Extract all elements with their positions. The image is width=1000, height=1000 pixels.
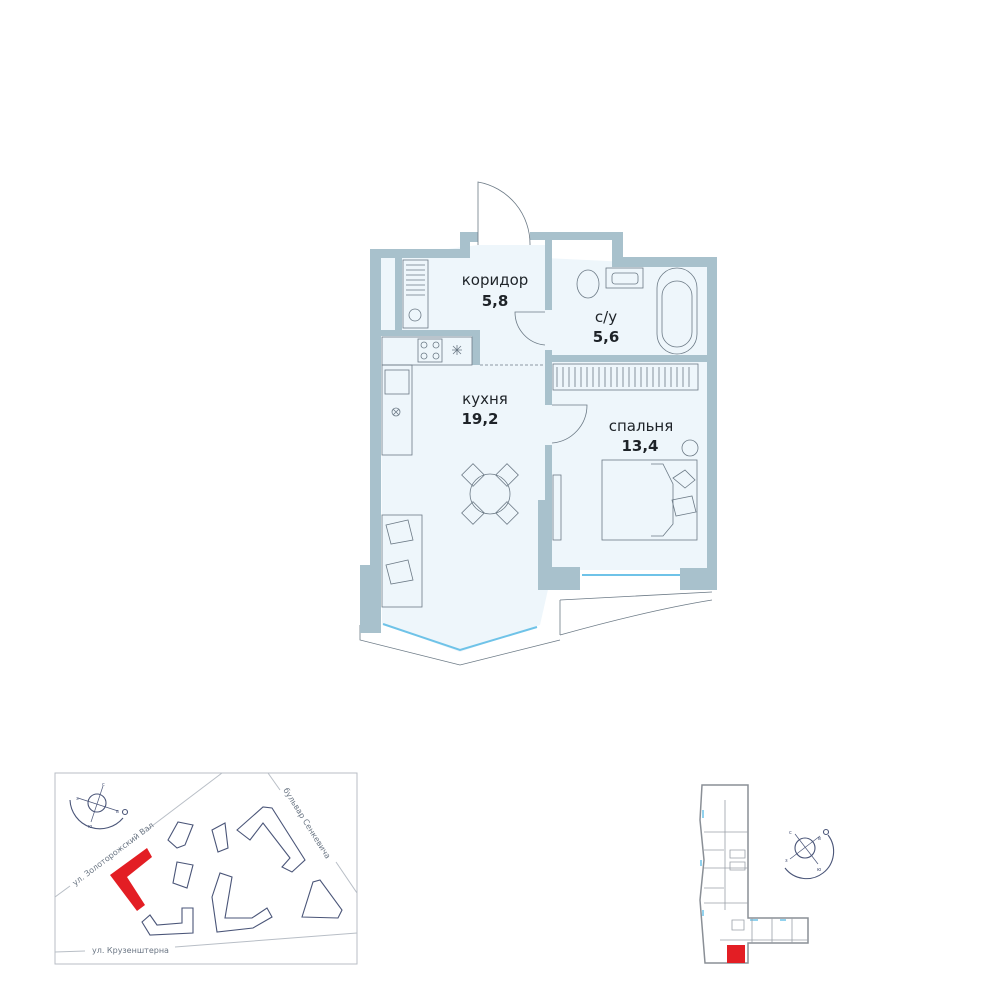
sofa	[381, 514, 423, 608]
compass-south: ю	[88, 824, 92, 830]
compass-icon: с ю в з	[784, 828, 835, 880]
room-area-corridor: 5,8	[482, 292, 509, 310]
bathroom-door	[514, 311, 546, 346]
room-area-bathroom: 5,6	[593, 328, 620, 346]
floor-key-plan: с ю в з	[699, 784, 835, 964]
room-area-bedroom: 13,4	[621, 437, 658, 455]
closet	[402, 259, 429, 329]
street-label-kruzenshterna: ул. Крузенштерна	[92, 946, 169, 955]
room-name-corridor: коридор	[462, 271, 529, 289]
kitchen-window	[382, 623, 538, 652]
room-name-kitchen: кухня	[462, 390, 508, 408]
toilet-icon	[576, 269, 600, 299]
washer-icon	[408, 308, 422, 322]
floor-plan	[359, 181, 717, 666]
compass-east: в	[818, 836, 821, 842]
compass-east: в	[116, 809, 119, 815]
stove-icon	[417, 338, 443, 363]
wardrobe	[552, 363, 699, 391]
sink-icon	[384, 369, 410, 395]
bedroom-door	[551, 404, 588, 444]
site-map: ул. Золоторожский Вал бульвар Сенкевича …	[54, 772, 358, 965]
wall-shelf	[552, 474, 562, 541]
bathroom-fixtures	[576, 267, 698, 355]
kitchen-furniture	[381, 336, 473, 456]
bathroom-sink-icon	[605, 267, 644, 289]
compass-north: с	[789, 830, 792, 836]
walls	[360, 232, 717, 633]
compass-icon: с ю в з	[69, 782, 129, 830]
compass-north: с	[102, 782, 105, 788]
bedroom-furniture	[552, 363, 699, 541]
entrance-door	[477, 181, 531, 246]
room-name-bedroom: спальня	[609, 417, 674, 435]
room-area-kitchen: 19,2	[461, 410, 498, 428]
building-highlight	[110, 848, 152, 911]
compass-south: ю	[817, 867, 821, 873]
bed	[601, 459, 698, 541]
sofa-cushions	[385, 519, 414, 585]
compass-west: з	[785, 858, 788, 864]
dining-table	[461, 463, 519, 525]
compass-west: з	[76, 796, 79, 802]
apartment-highlight	[727, 945, 745, 963]
room-name-bathroom: с/у	[595, 308, 617, 326]
bathtub-icon	[656, 267, 698, 355]
balcony-outline	[359, 591, 713, 666]
